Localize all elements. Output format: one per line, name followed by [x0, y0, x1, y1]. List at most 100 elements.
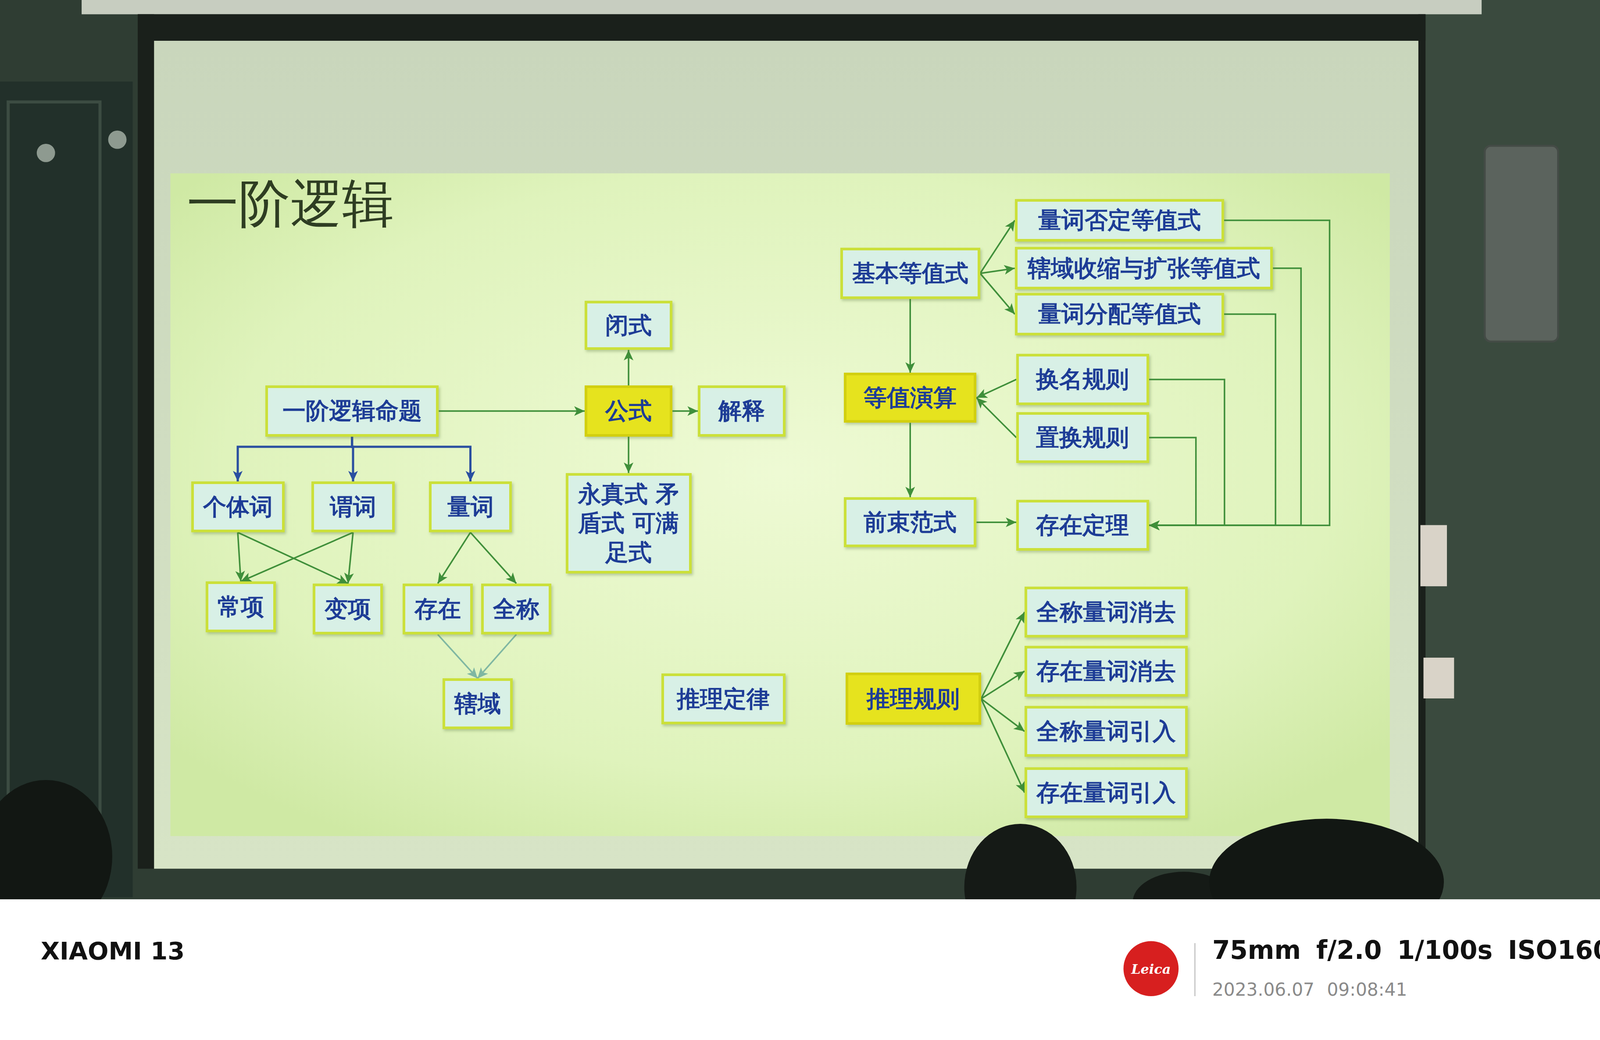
concept-box: 全称量词引入: [1024, 706, 1188, 758]
connector-arrow: [352, 436, 471, 482]
box-text: 基本等值式: [852, 258, 969, 288]
connector-arrow: [437, 634, 478, 679]
connector-arrow: [980, 273, 1015, 315]
exif-value: 1/100s: [1396, 935, 1493, 966]
box-text: 变项: [324, 594, 372, 624]
wall-fixture: [108, 130, 127, 150]
connector-arrow: [976, 379, 1017, 398]
connector-arrow: [237, 532, 241, 582]
box-text: 常项: [217, 592, 265, 622]
box-text: 置换规则: [1035, 423, 1129, 453]
connector-arrow: [437, 532, 471, 584]
box-text: 全称量词引入: [1036, 717, 1176, 747]
box-text: 全称: [492, 594, 540, 624]
box-text: 量词: [447, 492, 494, 522]
box-text: 等值演算: [863, 383, 957, 413]
concept-box: 存在量词引入: [1024, 767, 1188, 819]
concept-box: 闭式: [584, 300, 673, 350]
box-text: 一阶逻辑命题: [282, 396, 422, 426]
box-text: 解释: [718, 396, 765, 426]
screen-top-border: [137, 14, 1426, 41]
concept-box: 解释: [697, 385, 786, 437]
connector-arrow: [1149, 314, 1276, 526]
screen-right-border: [1418, 14, 1426, 870]
concept-box: 永真式 矛盾式 可满足式: [565, 473, 692, 574]
highlight-box: 公式: [584, 385, 673, 437]
speaker: [1484, 146, 1559, 342]
photo-time: 09:08:41: [1326, 979, 1408, 1001]
connector-arrow: [438, 410, 585, 413]
watermark-bar: [0, 899, 1600, 1040]
connector-arrow: [976, 521, 1017, 524]
concept-box: 量词分配等值式: [1014, 292, 1225, 336]
concept-box: 存在: [402, 583, 473, 635]
screen-housing: [81, 0, 1482, 15]
concept-box: 全称: [481, 583, 552, 635]
concept-box: 常项: [205, 581, 276, 633]
concept-box: 全称量词消去: [1024, 586, 1188, 638]
projection-screen: [153, 40, 1419, 869]
connector-arrow: [909, 422, 912, 498]
connector-arrow: [981, 699, 1025, 732]
slide: [170, 173, 1390, 837]
box-text: 存在: [414, 594, 461, 624]
box-text: 辖域收缩与扩张等值式: [1027, 253, 1261, 283]
door-panel: [0, 81, 133, 898]
connector-arrow: [237, 436, 353, 482]
connector-arrow: [1149, 379, 1225, 526]
box-text: 个体词: [203, 492, 273, 522]
box-text: 量词分配等值式: [1038, 299, 1201, 329]
concept-box: 变项: [312, 583, 383, 635]
box-text: 谓词: [329, 492, 377, 522]
connector-arrow: [981, 671, 1025, 700]
box-text: 推理规则: [866, 684, 960, 714]
connector-arrow: [672, 410, 698, 413]
screen-left-border: [137, 14, 154, 870]
box-text: 公式: [605, 396, 652, 426]
exif-value: ISO160: [1507, 935, 1600, 966]
wall-sign: [1420, 525, 1447, 587]
exif-value: f/2.0: [1316, 935, 1383, 966]
concept-box: 存在量词消去: [1024, 646, 1188, 697]
connector-arrow: [470, 532, 517, 584]
connector-arrow: [981, 699, 1025, 793]
wall-right: [1418, 0, 1600, 900]
highlight-box: 推理规则: [845, 672, 982, 725]
concept-box: 存在定理: [1016, 500, 1149, 551]
box-text: 存在定理: [1035, 510, 1129, 540]
connector-arrow: [909, 299, 912, 374]
connector-arrow: [981, 612, 1025, 700]
slide-title: 一阶逻辑: [186, 175, 394, 233]
connector-arrow: [1149, 437, 1197, 526]
box-text: 推理定律: [676, 684, 770, 714]
box-text: 闭式: [605, 310, 652, 340]
box-text: 辖域: [454, 689, 501, 719]
box-text: 全称量词消去: [1036, 597, 1176, 627]
concept-box: 辖域: [442, 678, 513, 730]
concept-box: 换名规则: [1016, 353, 1149, 405]
concept-box: 辖域收缩与扩张等值式: [1014, 246, 1274, 290]
concept-box: 一阶逻辑命题: [265, 385, 440, 437]
box-text: 前束范式: [863, 507, 957, 537]
camera-model: XIAOMI 13: [40, 936, 185, 966]
connector-arrow: [980, 268, 1015, 274]
wall-fixture: [36, 143, 56, 163]
connector-arrow: [477, 634, 517, 679]
concept-box: 谓词: [311, 481, 396, 533]
box-text: 换名规则: [1035, 364, 1129, 394]
separator: [1194, 943, 1196, 997]
concept-box: 量词否定等值式: [1014, 199, 1225, 243]
leica-logo: [1123, 941, 1179, 997]
concept-box: 推理定律: [661, 673, 786, 725]
connector-arrow: [980, 220, 1015, 274]
connector-arrow: [976, 397, 1017, 438]
concept-box: 置换规则: [1016, 412, 1149, 464]
highlight-box: 等值演算: [843, 372, 977, 423]
box-text: 存在量词引入: [1036, 778, 1176, 808]
box-text: 量词否定等值式: [1038, 205, 1201, 235]
door-frame: [8, 102, 100, 878]
exif-value: 75mm: [1212, 935, 1301, 966]
concept-box: 基本等值式: [840, 247, 981, 299]
concept-box: 前束范式: [843, 497, 977, 548]
wall-sign: [1423, 657, 1455, 699]
